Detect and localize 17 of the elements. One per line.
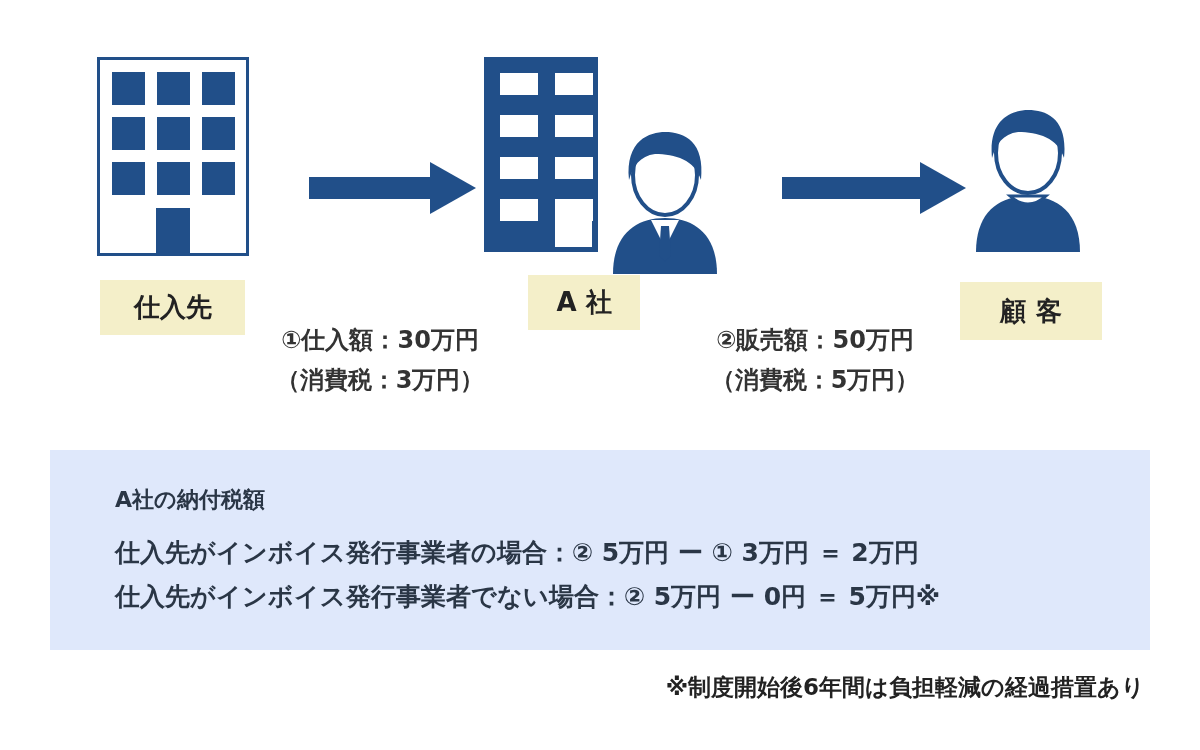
- building-icon: [97, 57, 249, 256]
- arrow: [782, 162, 966, 214]
- panel-heading: A社の納付税額: [115, 486, 266, 514]
- formula-text: 仕入先がインボイス発行事業者でない場合：② 5万円 ー 0円 ＝ 5万円※: [115, 581, 941, 613]
- footnote: ※制度開始後6年間は負担軽減の経過措置あり: [665, 673, 1145, 702]
- name-tag: 仕入先: [100, 280, 245, 335]
- name-tag: A 社: [528, 275, 640, 330]
- formula-text: 仕入先がインボイス発行事業者の場合：② 5万円 ー ① 3万円 ＝ 2万円: [115, 537, 919, 569]
- building-person-icon: [484, 57, 717, 274]
- amount-label: （消費税：5万円）: [709, 365, 921, 396]
- amount-label: ①仕入額：30万円: [280, 325, 480, 356]
- name-tag: 顧 客: [960, 282, 1102, 340]
- info-panel: [50, 450, 1150, 650]
- person-icon: [976, 110, 1080, 252]
- arrow: [309, 162, 476, 214]
- amount-label: （消費税：3万円）: [274, 365, 486, 396]
- amount-label: ②販売額：50万円: [715, 325, 915, 356]
